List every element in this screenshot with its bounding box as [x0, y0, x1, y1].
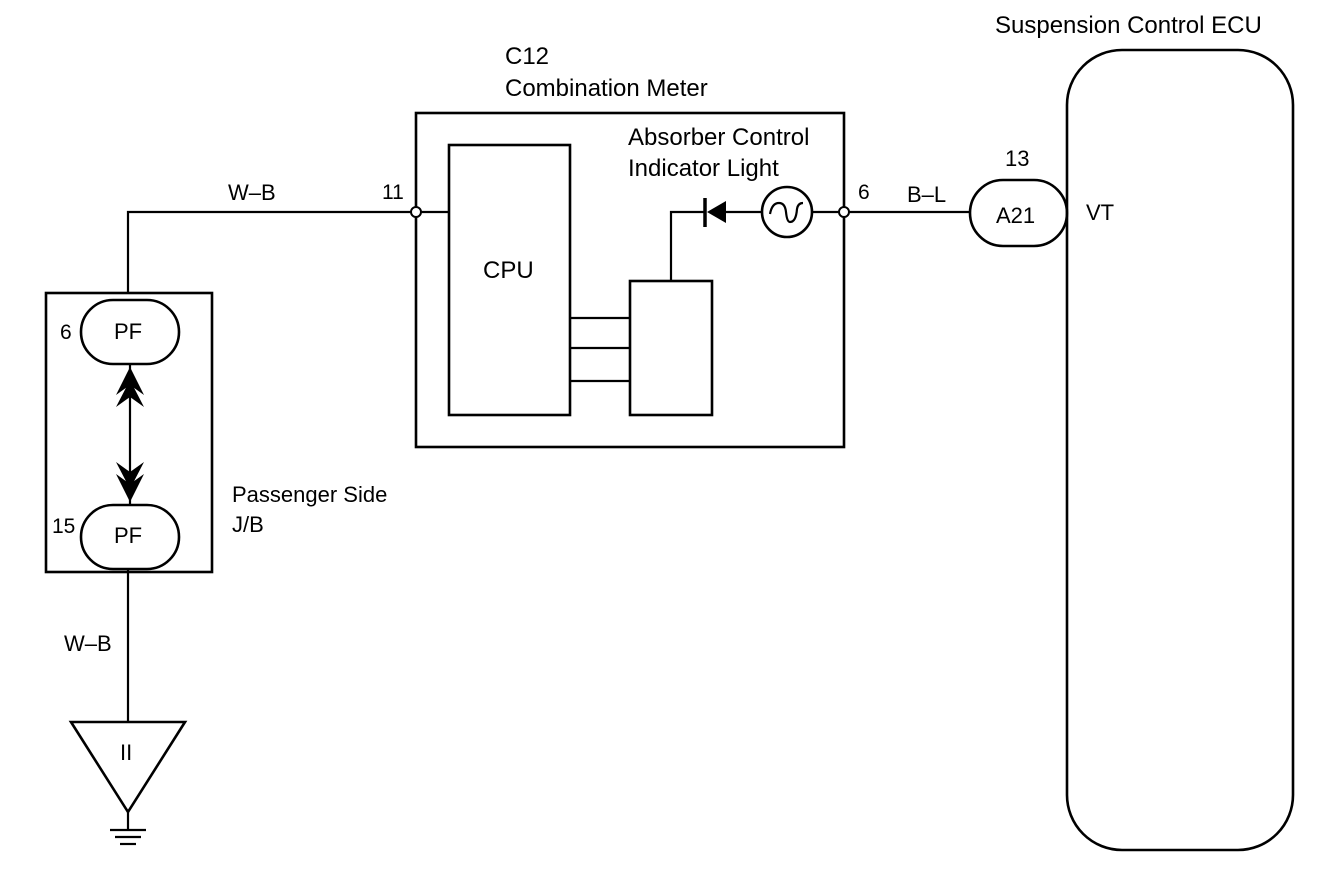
cpu-label: CPU: [483, 257, 534, 284]
jb-chevron-down-2: [116, 474, 144, 502]
w-b-ground-wire-label: W–B: [64, 631, 112, 656]
ecu-body: [1065, 48, 1295, 852]
ecu-title: Suspension Control ECU: [995, 12, 1262, 39]
meter-pin-6: [838, 206, 850, 218]
driver-block: [628, 279, 714, 417]
ecu-connector-label: A21: [996, 203, 1035, 228]
jb-label-line1: Passenger Side: [232, 482, 387, 507]
meter-pin-left-label: 11: [382, 181, 404, 204]
jb-label-line2: J/B: [232, 512, 264, 537]
b-l-wire-label: B–L: [907, 182, 946, 207]
jb-bottom-pin-label: 15: [52, 515, 75, 538]
ground-point-triangle: [68, 720, 188, 815]
jb-chevron-up-2: [116, 380, 144, 407]
w-b-top-wire: [126, 210, 411, 293]
jb-chevron-down-1: [116, 462, 144, 489]
indicator-label-line2: Indicator Light: [628, 155, 779, 182]
bulb-filament: [768, 201, 804, 224]
diode-triangle: [707, 201, 726, 223]
meter-pin-11: [410, 206, 422, 218]
ground-point-label: II: [120, 740, 132, 765]
jb-top-connector-label: PF: [114, 319, 142, 344]
meter-title: Combination Meter: [505, 75, 708, 102]
combination-meter-box: [414, 111, 846, 449]
jb-bottom-connector: [79, 503, 181, 571]
ecu-pin-number: 13: [1005, 146, 1029, 171]
w-b-top-wire-label: W–B: [228, 180, 276, 205]
jb-top-pin-label: 6: [60, 321, 72, 344]
cpu-block: [447, 143, 572, 417]
meter-pin-right-label: 6: [858, 181, 870, 204]
jb-bottom-connector-label: PF: [114, 523, 142, 548]
ecu-terminal-vt: VT: [1086, 200, 1114, 225]
meter-connector-code: C12: [505, 43, 549, 70]
indicator-label-line1: Absorber Control: [628, 124, 809, 151]
driver-to-diode-wire: [669, 210, 705, 281]
